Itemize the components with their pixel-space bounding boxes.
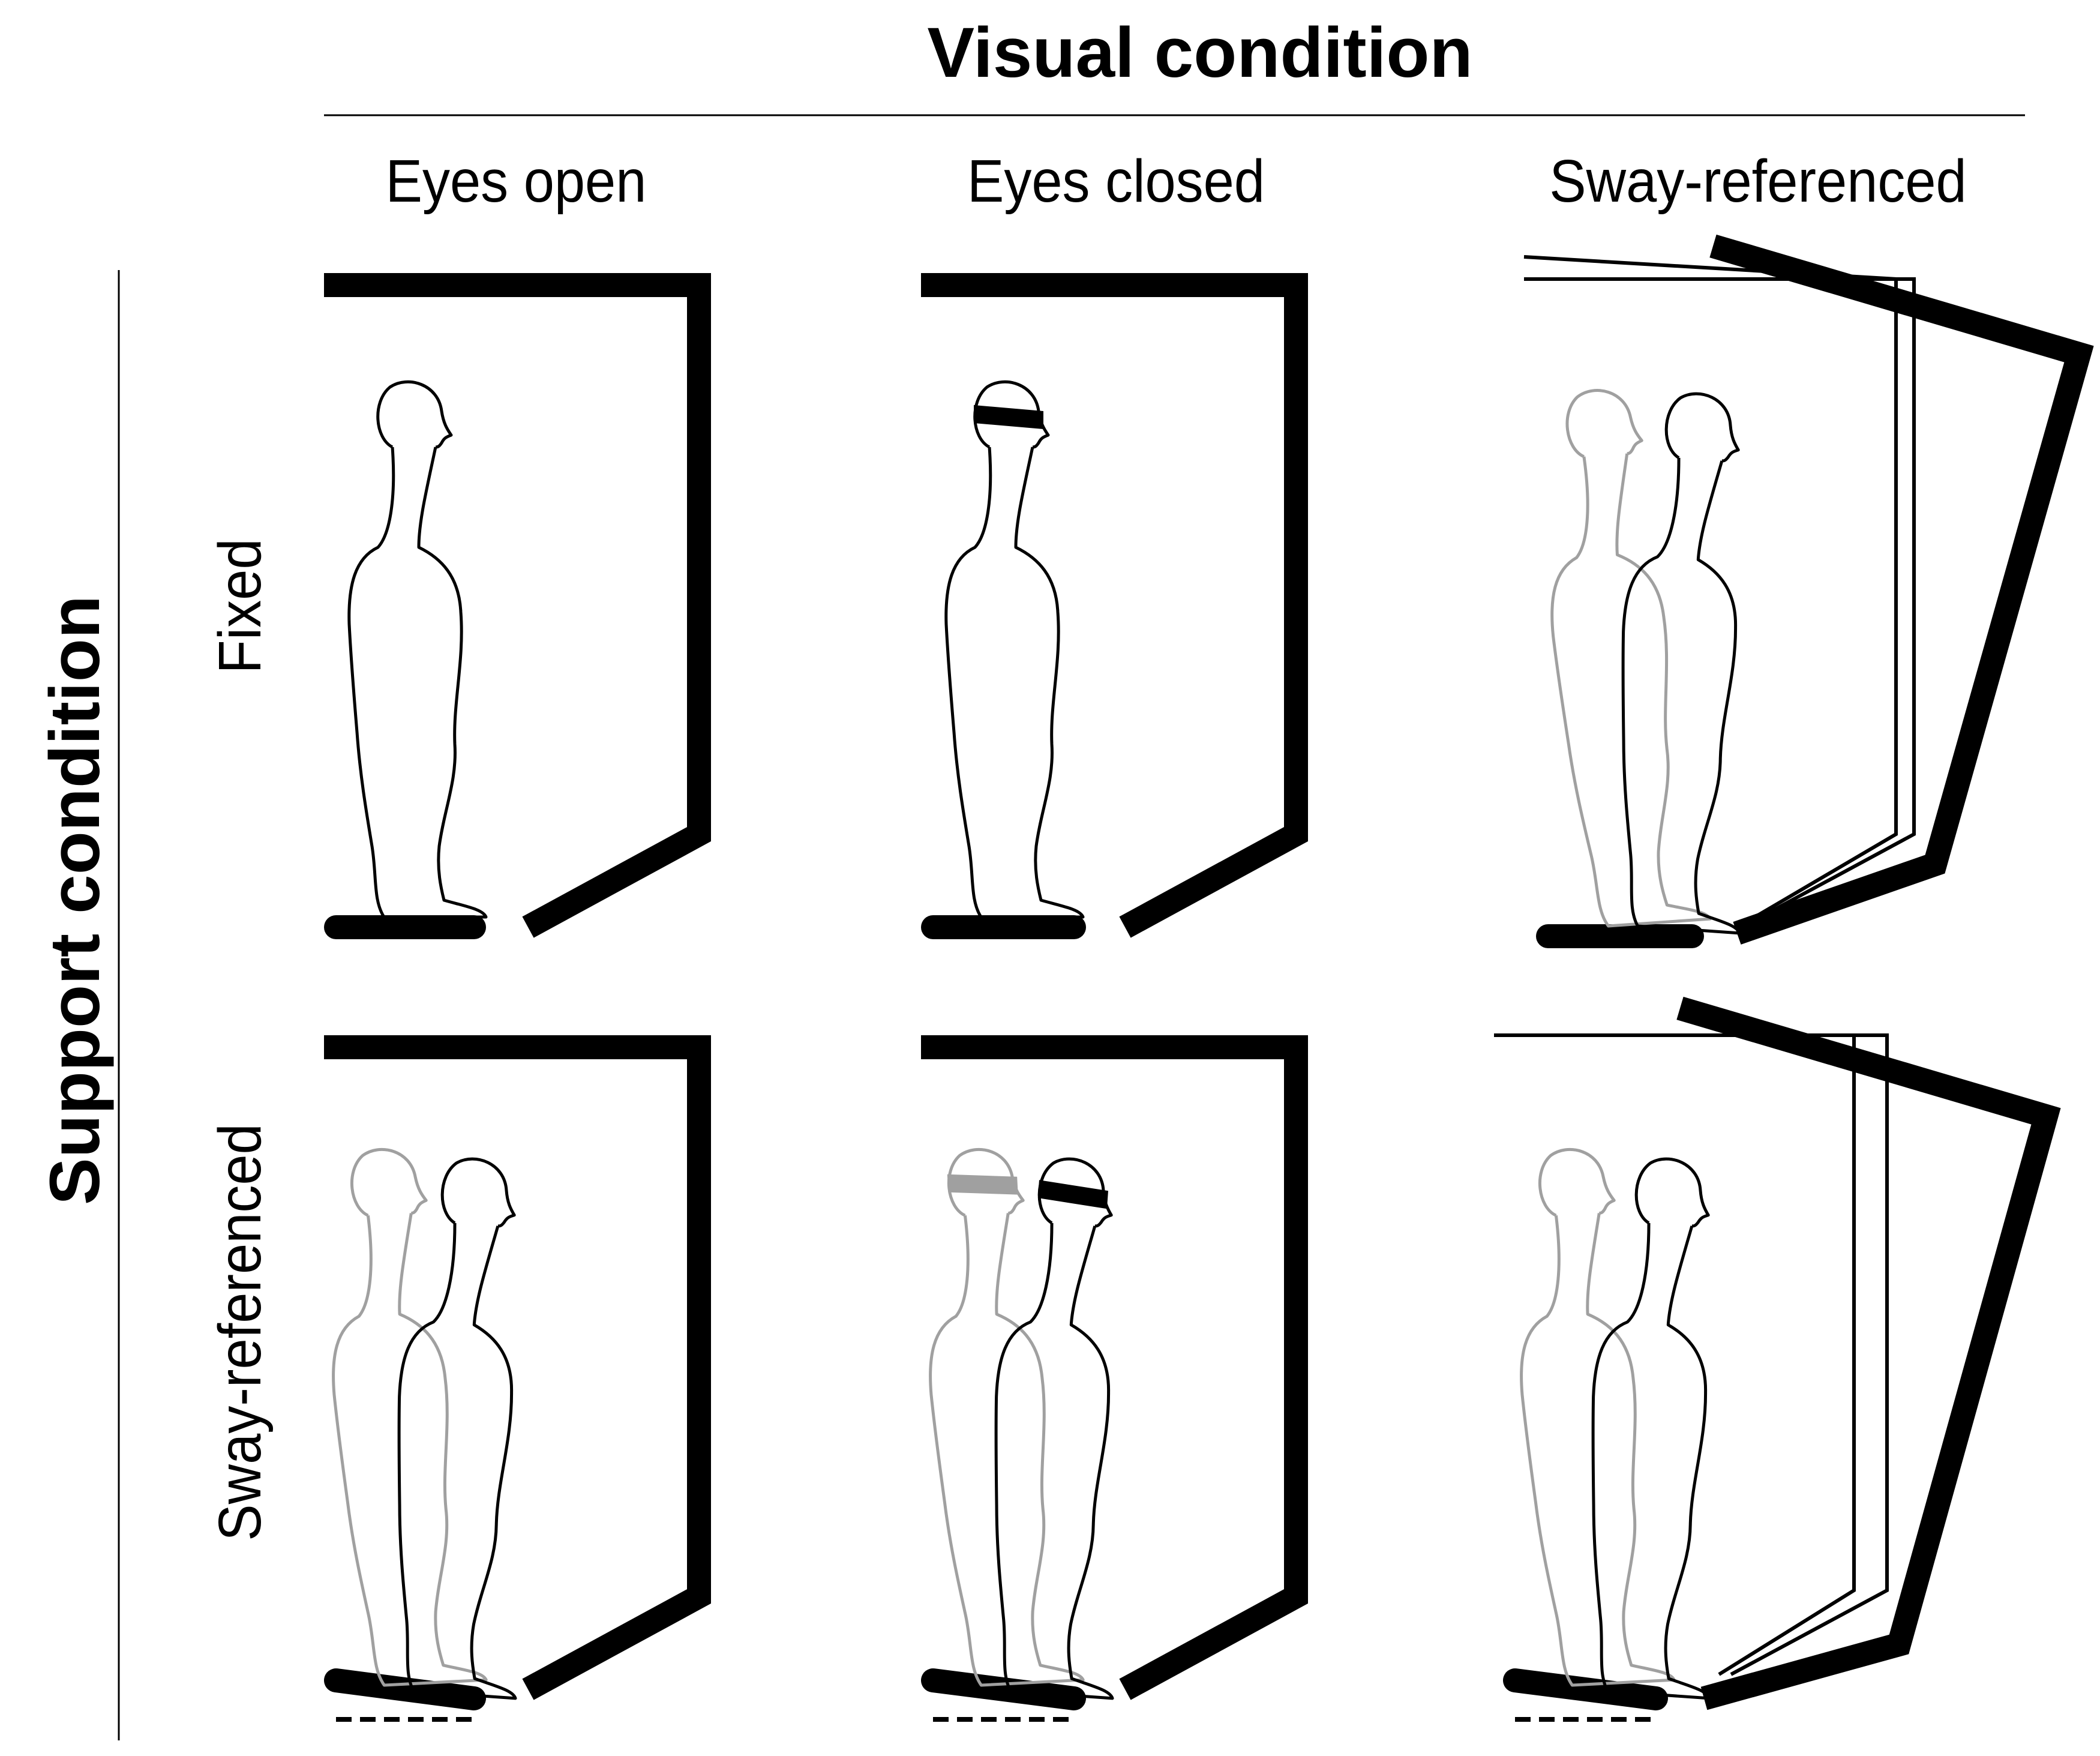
body-outline [397, 1222, 517, 1700]
person-upright-ghost-ec [929, 1147, 1085, 1687]
body-outline [994, 1222, 1114, 1700]
visual-surround-swayed-row2 [1676, 996, 2061, 1710]
body-outline [347, 447, 488, 919]
head-outline [1565, 389, 1643, 459]
support-platform-tilted-sr [1503, 1668, 1668, 1710]
body-outline [1550, 453, 1712, 928]
blindfold-band [1037, 1180, 1108, 1209]
person-upright-ghost-eo [332, 1147, 488, 1687]
standing-person-ec [944, 380, 1085, 919]
visual-surround-fixed-ec [921, 273, 1308, 938]
body-outline [1621, 457, 1741, 935]
blindfold-band [947, 1174, 1018, 1195]
standing-person-eo [347, 380, 488, 919]
visual-surround-swayed [1709, 234, 2094, 945]
column-header-eyes-open: Eyes open [385, 148, 647, 215]
body-outline [929, 1213, 1085, 1687]
person-upright-ghost-sr-row2 [1520, 1147, 1676, 1687]
body-outline [332, 1213, 488, 1687]
visual-surround-reference-outline-inner [1523, 255, 1898, 917]
person-swayed-sr-row2 [1591, 1157, 1711, 1700]
support-platform-tilted-eo [324, 1668, 486, 1710]
visual-surround-fixed-eo-row2 [324, 1035, 711, 1700]
visual-condition-title: Visual condition [927, 13, 1473, 92]
head-outline [440, 1157, 516, 1228]
head-outline [376, 380, 453, 449]
person-swayed-sr [1621, 392, 1741, 935]
head-outline [1538, 1147, 1616, 1217]
body-outline [1591, 1222, 1711, 1700]
person-swayed-ec [994, 1157, 1114, 1700]
visual-surround-fixed-eo [324, 273, 711, 938]
head-outline [1634, 1157, 1710, 1228]
visual-surround-reference-outline-row2 [1494, 1033, 1889, 1676]
blindfold-band [974, 405, 1043, 429]
person-swayed-eo [397, 1157, 517, 1700]
body-outline [944, 447, 1085, 919]
visual-surround-reference-outline-inner-row2 [1494, 1033, 1856, 1676]
column-header-sway-referenced: Sway-referenced [1549, 148, 1967, 215]
visual-surround-reference-outline [1524, 277, 1916, 917]
column-header-eyes-closed: Eyes closed [967, 148, 1265, 215]
body-outline [1520, 1213, 1676, 1687]
person-upright-ghost-sr [1550, 389, 1712, 928]
head-outline [1664, 392, 1740, 463]
visual-surround-fixed-ec-row2 [921, 1035, 1308, 1700]
head-outline [350, 1147, 428, 1217]
